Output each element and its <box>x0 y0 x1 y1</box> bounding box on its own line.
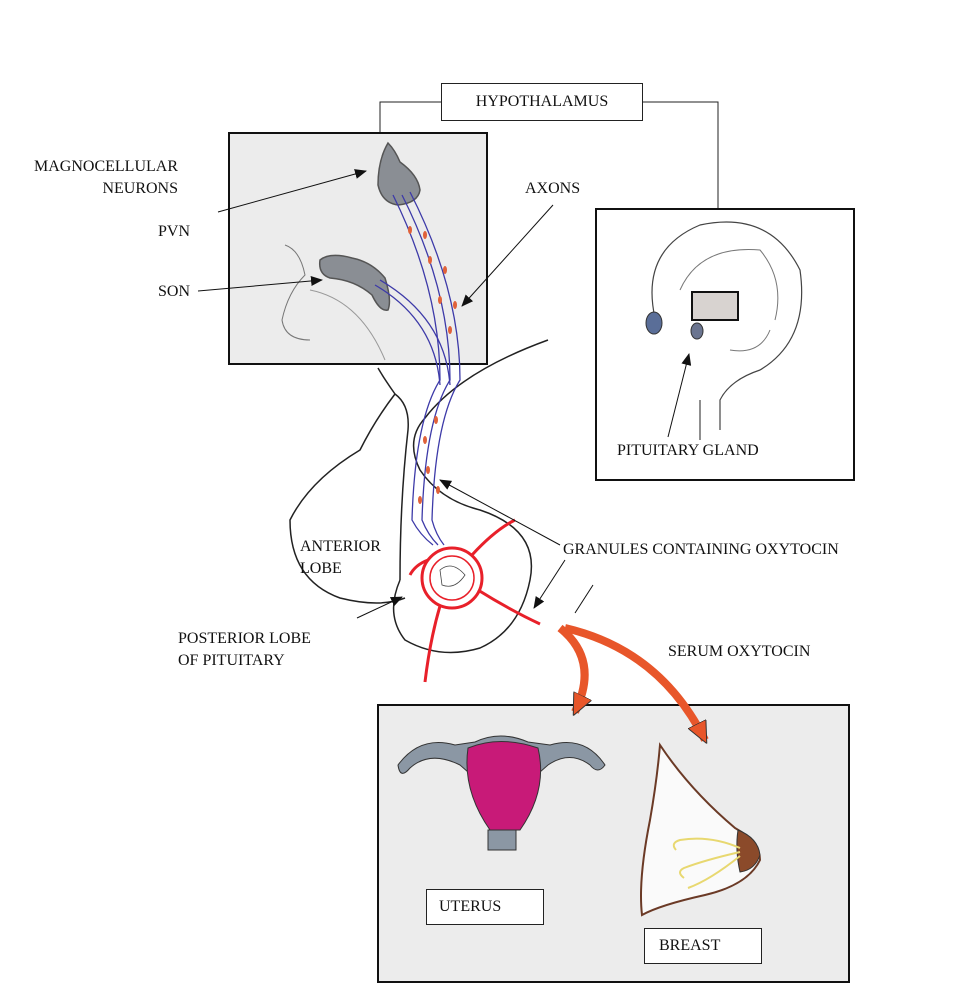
magnocellular-neurons-label: MAGNOCELLULAR NEURONS <box>34 156 178 200</box>
capillary-detail <box>440 566 465 586</box>
posterior-lobe-label: POSTERIOR LOBE OF PITUITARY <box>178 628 311 672</box>
posterior-line-1: POSTERIOR LOBE <box>178 628 311 650</box>
hypothalamus-label: HYPOTHALAMUS <box>476 93 608 111</box>
son-label: SON <box>158 281 190 303</box>
anterior-lobe-label: ANTERIOR LOBE <box>300 536 381 580</box>
magnocellular-line-1: MAGNOCELLULAR <box>34 156 178 178</box>
hypothalamus-label-box: HYPOTHALAMUS <box>441 83 643 121</box>
serum-oxytocin-label: SERUM OXYTOCIN <box>668 641 810 663</box>
uterus-label: UTERUS <box>439 898 501 916</box>
pituitary-outline <box>290 340 548 653</box>
breast-label-box: BREAST <box>644 928 762 964</box>
magnocellular-line-2: NEURONS <box>34 178 178 200</box>
anterior-line-1: ANTERIOR <box>300 536 381 558</box>
pvn-label: PVN <box>158 221 190 243</box>
breast-label: BREAST <box>659 937 720 955</box>
uterus-label-box: UTERUS <box>426 889 544 925</box>
pituitary-gland-label: PITUITARY GLAND <box>617 440 759 462</box>
capillary-plexus <box>410 520 540 682</box>
granules-label: GRANULES CONTAINING OXYTOCIN <box>563 539 839 561</box>
posterior-line-2: OF PITUITARY <box>178 650 311 672</box>
anterior-line-2: LOBE <box>300 558 381 580</box>
axons-label: AXONS <box>525 178 580 200</box>
